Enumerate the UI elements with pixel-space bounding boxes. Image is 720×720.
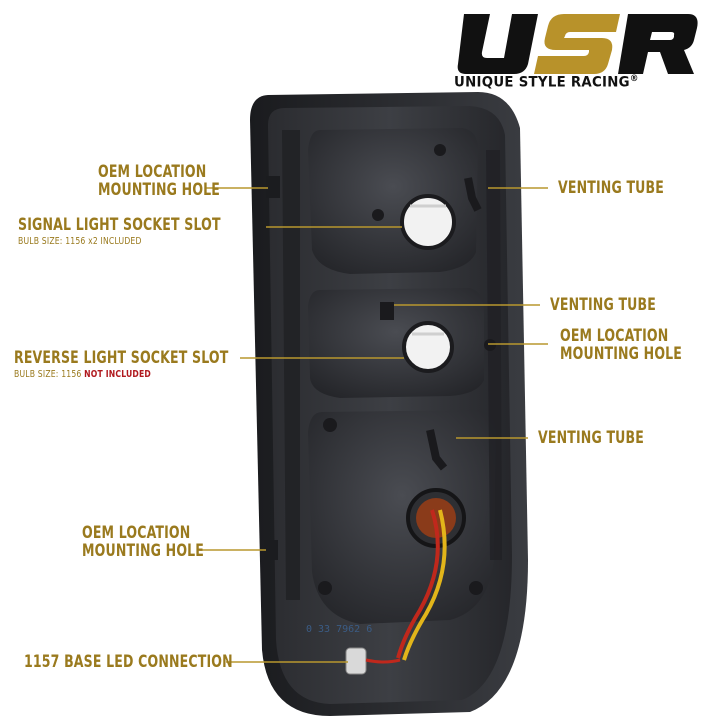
oem-mount-top	[266, 176, 280, 198]
usr-logo	[457, 14, 698, 74]
reverse-pocket	[308, 288, 484, 398]
venting-tube-top	[464, 177, 482, 212]
callout-led-connection: 1157 BASE LED CONNECTION	[24, 652, 233, 672]
logo-letter-r	[618, 14, 698, 74]
reverse-socket	[402, 321, 454, 373]
signal-pocket	[308, 128, 478, 274]
part-number: 0 33 7962 6	[306, 624, 372, 635]
not-included-flag: NOT INCLUDED	[84, 369, 152, 380]
signal-socket	[400, 194, 456, 250]
callout-venting-bottom: VENTING TUBE	[538, 428, 644, 448]
callout-venting-mid: VENTING TUBE	[550, 295, 656, 315]
turn-pocket	[308, 410, 496, 624]
callout-signal-socket: SIGNAL LIGHT SOCKET SLOT BULB SIZE: 1156…	[18, 215, 221, 247]
callout-reverse-socket: REVERSE LIGHT SOCKET SLOT BULB SIZE: 115…	[14, 348, 229, 380]
wire-red	[396, 509, 440, 659]
oem-mount-bottom	[264, 540, 278, 560]
wire-yellow	[402, 509, 447, 661]
callout-oem-right: OEM LOCATION MOUNTING HOLE	[560, 326, 683, 364]
brand-name: UNIQUE STYLE RACING®	[454, 74, 639, 91]
callout-venting-top: VENTING TUBE	[558, 178, 664, 198]
callout-oem-bottom: OEM LOCATION MOUNTING HOLE	[82, 523, 205, 561]
venting-tube-bottom	[426, 429, 448, 471]
callout-oem-top: OEM LOCATION MOUNTING HOLE	[98, 162, 221, 200]
led-plug	[345, 647, 367, 675]
logo-letter-u	[457, 14, 538, 74]
logo-letter-s	[534, 14, 620, 74]
